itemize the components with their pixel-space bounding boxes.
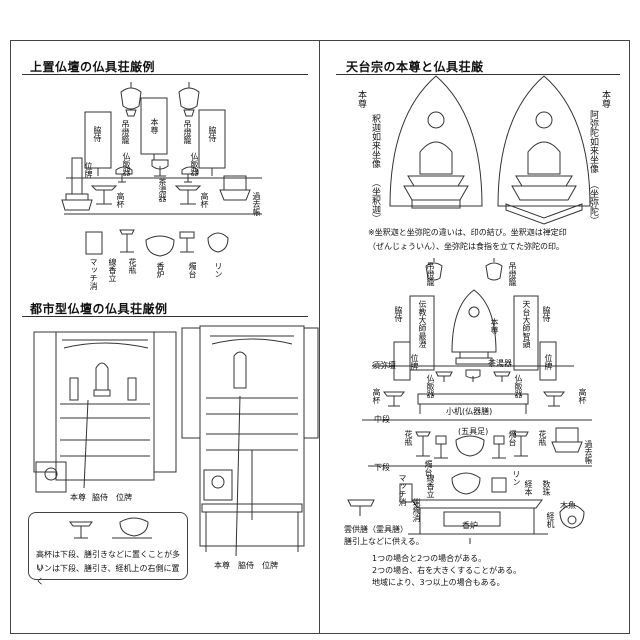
label-kumotsu: 雲供膳（霊具膳） — [344, 525, 408, 534]
label-kouro: 香炉 — [462, 521, 478, 530]
label-takatsuki-2: 高杯 — [200, 192, 209, 208]
honzon-a-name: 釈迦如来坐像 — [370, 114, 380, 168]
label-kakochou: 過去帳 — [252, 192, 261, 216]
label-zenbiki: 膳引上などに供える。 — [344, 537, 424, 546]
label-kabin: 花瓶 — [128, 258, 137, 274]
section-rule — [22, 74, 308, 75]
label-tendai: 天台大師智顗 — [522, 300, 531, 348]
label-waki-2: 脇侍 — [208, 126, 217, 142]
label-mokugyo: 木魚 — [560, 501, 576, 510]
label-juzu: 数珠 — [542, 480, 551, 496]
toshigata-a-caption-ihai: 位牌 — [116, 493, 132, 502]
label-tsuritouro-2: 吊燈籠 — [183, 120, 192, 144]
honzon-a-paren: （坐釈迦） — [370, 178, 380, 223]
label-shokudai-2: 燭台 — [508, 430, 517, 446]
label-takatsuki-1: 高杯 — [372, 388, 381, 404]
label-ihai-1: 位牌 — [410, 354, 419, 370]
page-border — [10, 40, 630, 634]
toshigata-b-caption-honzon: 本尊 — [214, 561, 230, 570]
label-tsuritouro-1: 吊燈籠 — [121, 120, 130, 144]
label-shokudai-1: 燭台 — [424, 460, 433, 476]
label-honzon: 本尊 — [150, 118, 159, 134]
label-buppanki-1: 仏飯器 — [426, 374, 435, 398]
column-divider — [319, 40, 320, 634]
label-gedan: 下段 — [374, 463, 390, 472]
label-tsuritouro-1: 吊燈籠 — [426, 262, 435, 286]
honzon-b-paren: （坐弥陀） — [588, 180, 598, 225]
label-kyouzukue: 経机 — [546, 512, 555, 528]
label-chudan: 中段 — [374, 415, 390, 424]
label-kakochou: 過去帳 — [584, 440, 593, 464]
label-honzon: 本尊 — [490, 318, 499, 334]
label-kabin-2: 花瓶 — [538, 430, 547, 446]
footer-line-2: 2つの場合、右を大きくすることがある。 — [372, 566, 522, 575]
toshigata-a-caption-honzon: 本尊 — [70, 493, 86, 502]
label-senkoutate: 線香立 — [108, 258, 117, 282]
section-title-uwaoki: 上置仏壇の仏具荘厳例 — [30, 60, 156, 74]
toshigata-b-caption-waki: 脇侍 — [238, 561, 254, 570]
section-rule — [22, 316, 308, 317]
label-senkoutate: 線香立 — [426, 474, 435, 498]
label-kyouhon: 経本 — [524, 480, 533, 496]
toshigata-b-caption-ihai: 位牌 — [262, 561, 278, 570]
footer-line-3: 地域により、3つ以上の場合もある。 — [372, 578, 505, 587]
honzon-note-1: ※坐釈迦と坐弥陀の違いは、印の結び。坐釈迦は禅定印 — [368, 228, 567, 237]
label-ihai: 位牌 — [84, 162, 93, 178]
label-dengyo: 伝教大師最澄 — [418, 300, 427, 348]
label-rousokukeshi: 蝋燭消 — [412, 498, 421, 522]
footer-line-1: 1つの場合と2つの場合がある。 — [372, 554, 487, 563]
label-rin: リン — [214, 262, 223, 278]
label-waki-2: 脇侍 — [542, 306, 551, 322]
note-line-2: リンは下段、膳引き、経机上の右側に置く — [36, 564, 180, 586]
label-buppanki-1: 仏飯器 — [122, 152, 131, 176]
honzon-a-caption: 本尊 — [356, 90, 366, 108]
section-rule — [336, 74, 620, 75]
label-ihai-2: 位牌 — [544, 354, 553, 370]
label-waki-1: 脇侍 — [394, 306, 403, 322]
label-matchikeshi: マッチ消 — [89, 258, 98, 290]
honzon-note-2: （ぜんじょういん）、坐弥陀は食指を立てた弥陀の印。 — [368, 242, 564, 251]
label-buppanki-2: 仏飯器 — [190, 152, 199, 176]
label-matchikeshi: マッチ消 — [398, 474, 407, 506]
label-tsuritouro-2: 吊燈籠 — [508, 262, 517, 286]
honzon-b-name: 阿弥陀如来坐像 — [588, 110, 598, 173]
label-chatoki: 茶湯器 — [158, 178, 167, 202]
label-shumidan: 須弥壇 — [372, 361, 396, 370]
label-chatoki: 茶湯器 — [488, 359, 512, 368]
note-line-1: 高杯は下段、膳引きなどに置くことが多い — [36, 550, 180, 572]
section-title-tendai: 天台宗の本尊と仏具荘厳 — [346, 60, 484, 74]
honzon-b-caption: 本尊 — [600, 90, 610, 108]
label-rin: リン — [512, 470, 521, 486]
label-shokudai: 燭台 — [188, 262, 197, 278]
label-waki-1: 脇侍 — [93, 126, 102, 142]
label-takatsuki-1: 高杯 — [116, 192, 125, 208]
note-box — [28, 512, 188, 580]
label-takatsuki-2: 高杯 — [578, 388, 587, 404]
label-buppanki-2: 仏飯器 — [514, 374, 523, 398]
label-kouro: 香炉 — [156, 262, 165, 278]
label-kozukue: 小机(仏器膳) — [446, 407, 493, 416]
section-title-toshigata: 都市型仏壇の仏具荘厳例 — [30, 302, 168, 316]
label-kabin-1: 花瓶 — [404, 430, 413, 446]
label-gogusoku: (五具足) — [458, 427, 489, 436]
toshigata-a-caption-waki: 脇侍 — [92, 493, 108, 502]
